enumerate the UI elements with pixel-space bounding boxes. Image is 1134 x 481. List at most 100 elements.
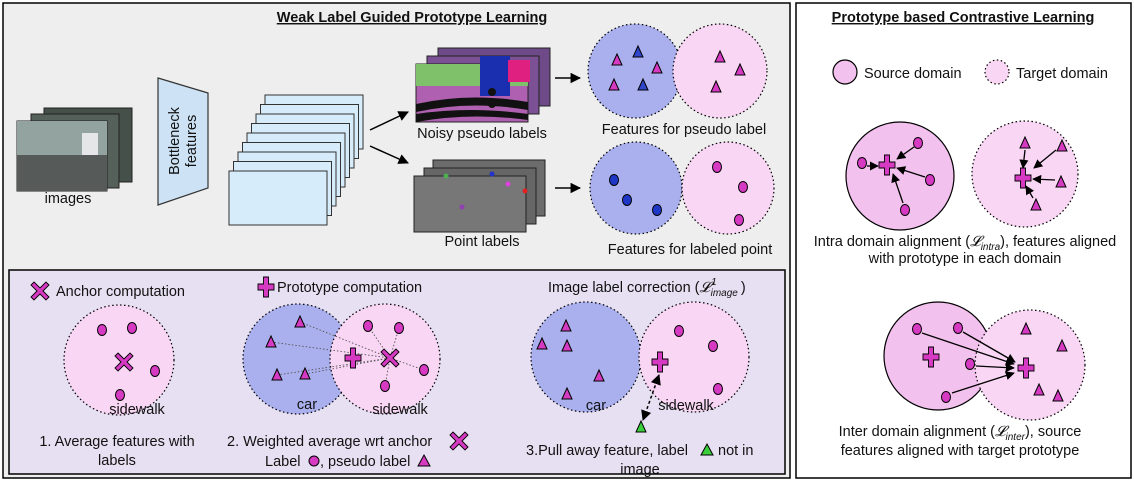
triangle-feature-icon (1030, 197, 1042, 211)
dot-feature-icon (363, 320, 373, 332)
images-label: images (45, 191, 92, 207)
caption-step3-line1: 3.Pull away feature, label (526, 443, 688, 459)
triangle-feature-icon (1033, 382, 1045, 396)
triangle-feature-icon (734, 62, 746, 76)
triangle-feature-icon (714, 49, 726, 63)
prototype-computation-title: Prototype computation (277, 280, 422, 296)
weighted-line (270, 341, 391, 359)
dot-feature-icon (900, 204, 910, 216)
dot-feature-icon (115, 389, 125, 401)
arrow-to-point (369, 145, 409, 164)
dot-feature-icon (913, 137, 923, 149)
feature-marks (97, 44, 1068, 433)
caption-step3-line2: image (620, 462, 660, 478)
triangle-feature-icon (1052, 388, 1064, 402)
target-domain-legend-icon (984, 59, 1010, 85)
triangle-feature-icon (294, 314, 306, 328)
intra-target-arrow (1032, 174, 1056, 184)
triangle-feature-icon (611, 52, 623, 66)
step2-sidewalk-label: sidewalk (372, 402, 428, 418)
dot-feature-icon (713, 383, 723, 395)
dot-feature-icon (150, 365, 160, 377)
target-domain-legend: Target domain (1016, 66, 1108, 82)
inter-alignment-arrow (975, 363, 1015, 373)
contrastive-panel-title: Prototype based Contrastive Learning (832, 10, 1095, 26)
triangle-feature-icon (560, 318, 572, 332)
dot-feature-icon (857, 157, 867, 169)
dot-feature-icon (925, 174, 935, 186)
triangle-feature-icon (1019, 135, 1031, 149)
pseudo-class-cluster-pink (672, 23, 768, 119)
weak-panel-title: Weak Label Guided Prototype Learning (277, 10, 547, 26)
inter-alignment-arrow (921, 332, 1015, 366)
label-dot-icon (308, 455, 320, 467)
intra-caption-line2: with prototype in each domain (868, 251, 1062, 267)
intra-source-arrow (891, 173, 904, 204)
inter-alignment-arrow (962, 331, 1016, 363)
triangle-feature-icon (1056, 338, 1068, 352)
bottleneck-block (157, 77, 209, 206)
source-domain-legend-icon (832, 59, 858, 85)
point-label-caption: Point labels (445, 234, 520, 250)
inter-caption-line2: features aligned with target prototype (841, 443, 1080, 459)
dot-feature-icon (738, 181, 748, 193)
dot-feature-icon (622, 194, 632, 206)
weighted-line (304, 357, 391, 375)
dot-feature-icon (912, 323, 922, 335)
intra-target-arrow (1019, 149, 1029, 169)
point-class-cluster-blue (589, 141, 683, 235)
dot-feature-icon (734, 214, 744, 226)
caption-step2-line1: 2. Weighted average wrt anchor (227, 434, 432, 450)
caption-step1-line2: labels (98, 453, 136, 469)
triangle-feature-icon (593, 368, 605, 382)
bottleneck-label-2: features (184, 115, 200, 167)
car-cluster-step3 (530, 301, 642, 413)
triangle-feature-icon (651, 60, 663, 74)
weighted-line (276, 357, 391, 376)
pseudo-label-triangle-icon (417, 453, 431, 467)
dot-feature-icon (394, 322, 404, 334)
triangle-feature-icon (536, 336, 548, 350)
triangle-feature-icon (1056, 138, 1068, 152)
features-pseudo-caption: Features for pseudo label (602, 122, 766, 138)
inter-alignment-arrow (951, 371, 1015, 394)
caption-step1-line1: 1. Average features with (39, 434, 194, 450)
bottleneck-label-1: Bottleneck (167, 106, 183, 174)
triangle-feature-icon (632, 44, 644, 58)
intra-source-arrow (896, 166, 926, 178)
triangle-feature-icon (1020, 321, 1032, 335)
feature-map-layer (228, 170, 328, 226)
point-label-stack (413, 159, 546, 233)
dot-feature-icon (953, 322, 963, 334)
not-in-image-triangle-icon (635, 419, 647, 433)
weighted-line (389, 357, 425, 371)
step1-sidewalk-label: sidewalk (109, 402, 165, 418)
weighted-line (299, 321, 391, 359)
intra-source-arrow (896, 146, 915, 160)
dot-feature-icon (609, 174, 619, 186)
sidewalk-cluster-step3 (638, 301, 750, 413)
noisy-pseudo-label-caption: Noisy pseudo labels (417, 126, 547, 142)
pull-away-arrow (641, 374, 661, 421)
dot-feature-icon (674, 325, 684, 337)
intra-source-cluster (845, 121, 955, 231)
intra-target-arrow (1033, 149, 1057, 169)
dot-feature-icon (965, 358, 975, 370)
features-point-caption: Features for labeled point (608, 242, 772, 258)
triangle-feature-icon (710, 79, 722, 93)
triangle-feature-icon (271, 367, 283, 381)
triangle-feature-icon (299, 366, 311, 380)
step3-sidewalk-label: sidewalk (658, 398, 714, 414)
input-images-stack (16, 107, 133, 192)
pseudo-class-cluster-blue (587, 23, 683, 119)
triangle-feature-icon (561, 386, 573, 400)
triangle-feature-icon (1055, 174, 1067, 188)
not-in-image-triangle-icon (700, 442, 714, 456)
anchor-computation-title: Anchor computation (56, 284, 185, 300)
caption-step2-label-word: Label (265, 454, 300, 470)
triangle-feature-icon (561, 338, 573, 352)
arrow-to-pseudo (369, 111, 409, 131)
intra-target-arrow (1025, 185, 1035, 199)
